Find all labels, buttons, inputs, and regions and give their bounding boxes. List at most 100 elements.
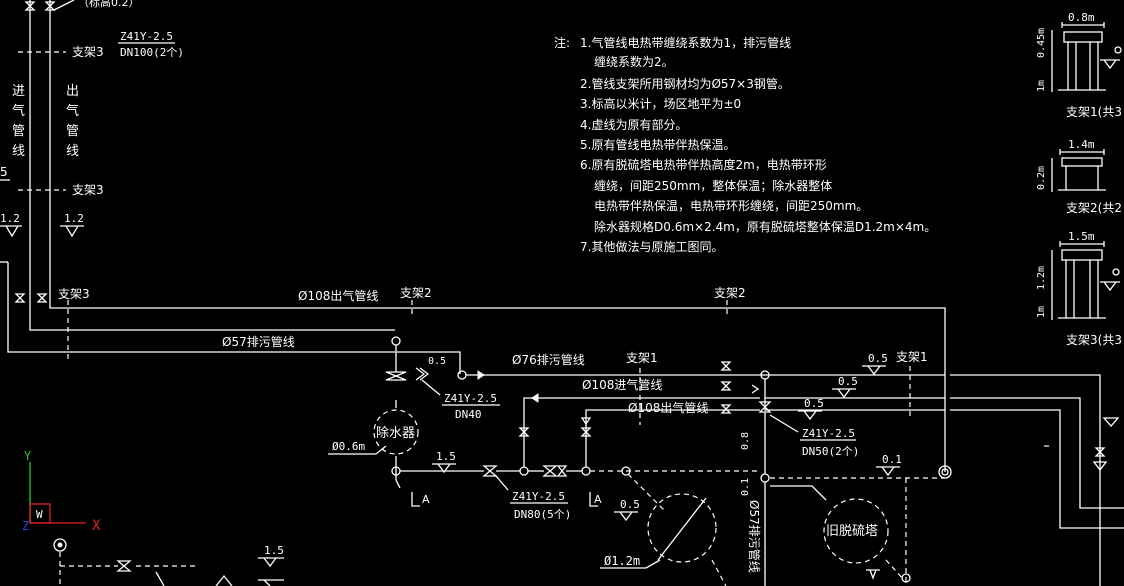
elevation-mark-icon bbox=[60, 225, 84, 238]
svg-text:线: 线 bbox=[12, 144, 25, 159]
support-legs bbox=[1065, 260, 1099, 318]
elevation-mark-icon bbox=[258, 557, 284, 568]
elevation-label: 0.1 bbox=[882, 453, 902, 466]
valve-icon bbox=[415, 367, 430, 381]
pipe-joint-icon bbox=[53, 538, 67, 552]
elevation-mark-icon bbox=[614, 511, 638, 522]
outlet-branch bbox=[585, 409, 760, 467]
section-mark bbox=[411, 492, 420, 507]
valve-icon bbox=[518, 427, 530, 437]
pipe-joint-icon bbox=[391, 336, 401, 346]
note-line: 1.气管线电热带缠绕系数为1，排污管线 bbox=[580, 35, 791, 50]
ucs-x-label: X bbox=[92, 518, 101, 534]
elevation-label: 1.5 bbox=[436, 450, 456, 463]
elevation-label: 1.2 bbox=[64, 212, 84, 225]
elevation-mark-icon bbox=[876, 466, 900, 477]
pipe-joint-icon bbox=[901, 573, 911, 583]
note-line: 缠绕系数为2。 bbox=[594, 54, 674, 69]
elevation-label: 0.5 bbox=[868, 352, 888, 365]
valve-handle-icon bbox=[1092, 461, 1108, 472]
flow-arrow-icon bbox=[531, 393, 539, 403]
pipe-label: Ø108出气管线 bbox=[298, 288, 378, 303]
pipe-joint-icon bbox=[760, 473, 770, 483]
valve-icon bbox=[542, 465, 558, 477]
valve-icon bbox=[580, 427, 592, 437]
left-value: 5 bbox=[0, 165, 8, 179]
leader-line bbox=[645, 559, 661, 569]
dimension-label: 1.5m bbox=[1068, 230, 1095, 243]
pipe-joint-icon bbox=[581, 466, 591, 476]
pipe-joint-icon bbox=[519, 466, 529, 476]
dimension-label: 1m bbox=[1036, 80, 1047, 92]
support-legs bbox=[1067, 42, 1099, 90]
elevation-label: 0.8 bbox=[740, 432, 751, 450]
notes-prefix: 注: bbox=[554, 35, 570, 50]
top-partial-label: （标高0.2） bbox=[78, 0, 140, 9]
right-pipe bbox=[950, 397, 1124, 509]
elevation-label: 0.5 bbox=[428, 356, 446, 367]
note-line: 4.虚线为原有部分。 bbox=[580, 117, 687, 132]
drain-pipe-left bbox=[29, 0, 395, 331]
valve-icon bbox=[1094, 447, 1106, 457]
svg-text:气: 气 bbox=[12, 103, 25, 119]
valve-spec: Z41Y-2.5 bbox=[512, 490, 565, 503]
valve-icon bbox=[482, 465, 498, 477]
dimension-label: 1.4m bbox=[1068, 138, 1095, 151]
elevation-mark-icon bbox=[0, 225, 22, 238]
support-label: 支架1 bbox=[896, 350, 928, 364]
pipe-label: Ø108出气管线 bbox=[628, 400, 708, 415]
note-line: 电热带伴热保温，电热带环形缠绕，间距250mm。 bbox=[594, 198, 868, 213]
note-line: 5.原有管线电热带伴热保温。 bbox=[580, 137, 735, 152]
ucs-z-label: Z bbox=[22, 519, 29, 533]
existing-pipe bbox=[885, 559, 905, 581]
svg-text:进: 进 bbox=[12, 84, 25, 99]
valve-icon bbox=[720, 381, 732, 391]
dimension-label: 0.45m bbox=[1036, 28, 1047, 58]
valve-icon bbox=[385, 371, 407, 381]
valve-icon bbox=[24, 1, 36, 11]
svg-text:管: 管 bbox=[12, 124, 25, 139]
elevation-mark-icon bbox=[1100, 59, 1120, 70]
diameter-line bbox=[657, 497, 707, 561]
pipe-label: Ø76排污管线 bbox=[512, 352, 585, 367]
elevation-mark-icon bbox=[1100, 281, 1120, 292]
dimension-label: 1.2m bbox=[1036, 266, 1047, 290]
check-valve-icon bbox=[751, 384, 760, 394]
elevation-mark-icon bbox=[432, 463, 456, 474]
valve-icon bbox=[758, 401, 772, 413]
valve-icon bbox=[720, 361, 732, 371]
section-mark bbox=[589, 492, 598, 507]
leader-line bbox=[375, 445, 387, 455]
pipe-stub bbox=[155, 571, 165, 586]
existing-pipe bbox=[711, 559, 727, 586]
valve-dn: DN100(2个) bbox=[120, 46, 184, 59]
elevation-label: 0.5 bbox=[838, 375, 858, 388]
dimension-line bbox=[1061, 22, 1105, 28]
elevation-mark-icon bbox=[215, 574, 233, 586]
note-line: 除水器规格D0.6m×2.4m，原有脱硫塔整体保温D1.2m×4m。 bbox=[594, 219, 936, 234]
flow-arrow-icon bbox=[477, 370, 485, 380]
support-label: 支架1 bbox=[626, 351, 658, 365]
diameter-label: Ø0.6m bbox=[332, 440, 365, 453]
pipe-joint-icon bbox=[938, 465, 952, 479]
ucs-box bbox=[29, 503, 51, 524]
inlet-pipe-vertical-label: 进 气 管 线 bbox=[12, 84, 25, 159]
valve-dn: DN80(5个) bbox=[514, 508, 571, 521]
valve-spec: Z41Y-2.5 bbox=[444, 392, 497, 405]
support-label: 支架3 bbox=[72, 45, 104, 59]
valve-icon bbox=[36, 293, 48, 303]
support-detail-title: 支架2(共2 bbox=[1066, 201, 1122, 215]
old-tower-label: 旧脱硫塔 bbox=[826, 524, 878, 539]
elevation-label: 0.5 bbox=[620, 498, 640, 511]
dimension-line bbox=[1059, 149, 1105, 155]
elevation-mark-icon bbox=[832, 388, 856, 399]
svg-text:气: 气 bbox=[66, 103, 79, 119]
elevation-mark-icon bbox=[1102, 417, 1120, 427]
pipe-label: Ø57排污管线 bbox=[222, 334, 295, 349]
elevation-label: 0.1 bbox=[740, 478, 751, 496]
valve-spec: Z41Y-2.5 bbox=[120, 30, 173, 43]
elevation-mark-icon bbox=[798, 410, 822, 421]
drain-pipe bbox=[396, 351, 461, 374]
